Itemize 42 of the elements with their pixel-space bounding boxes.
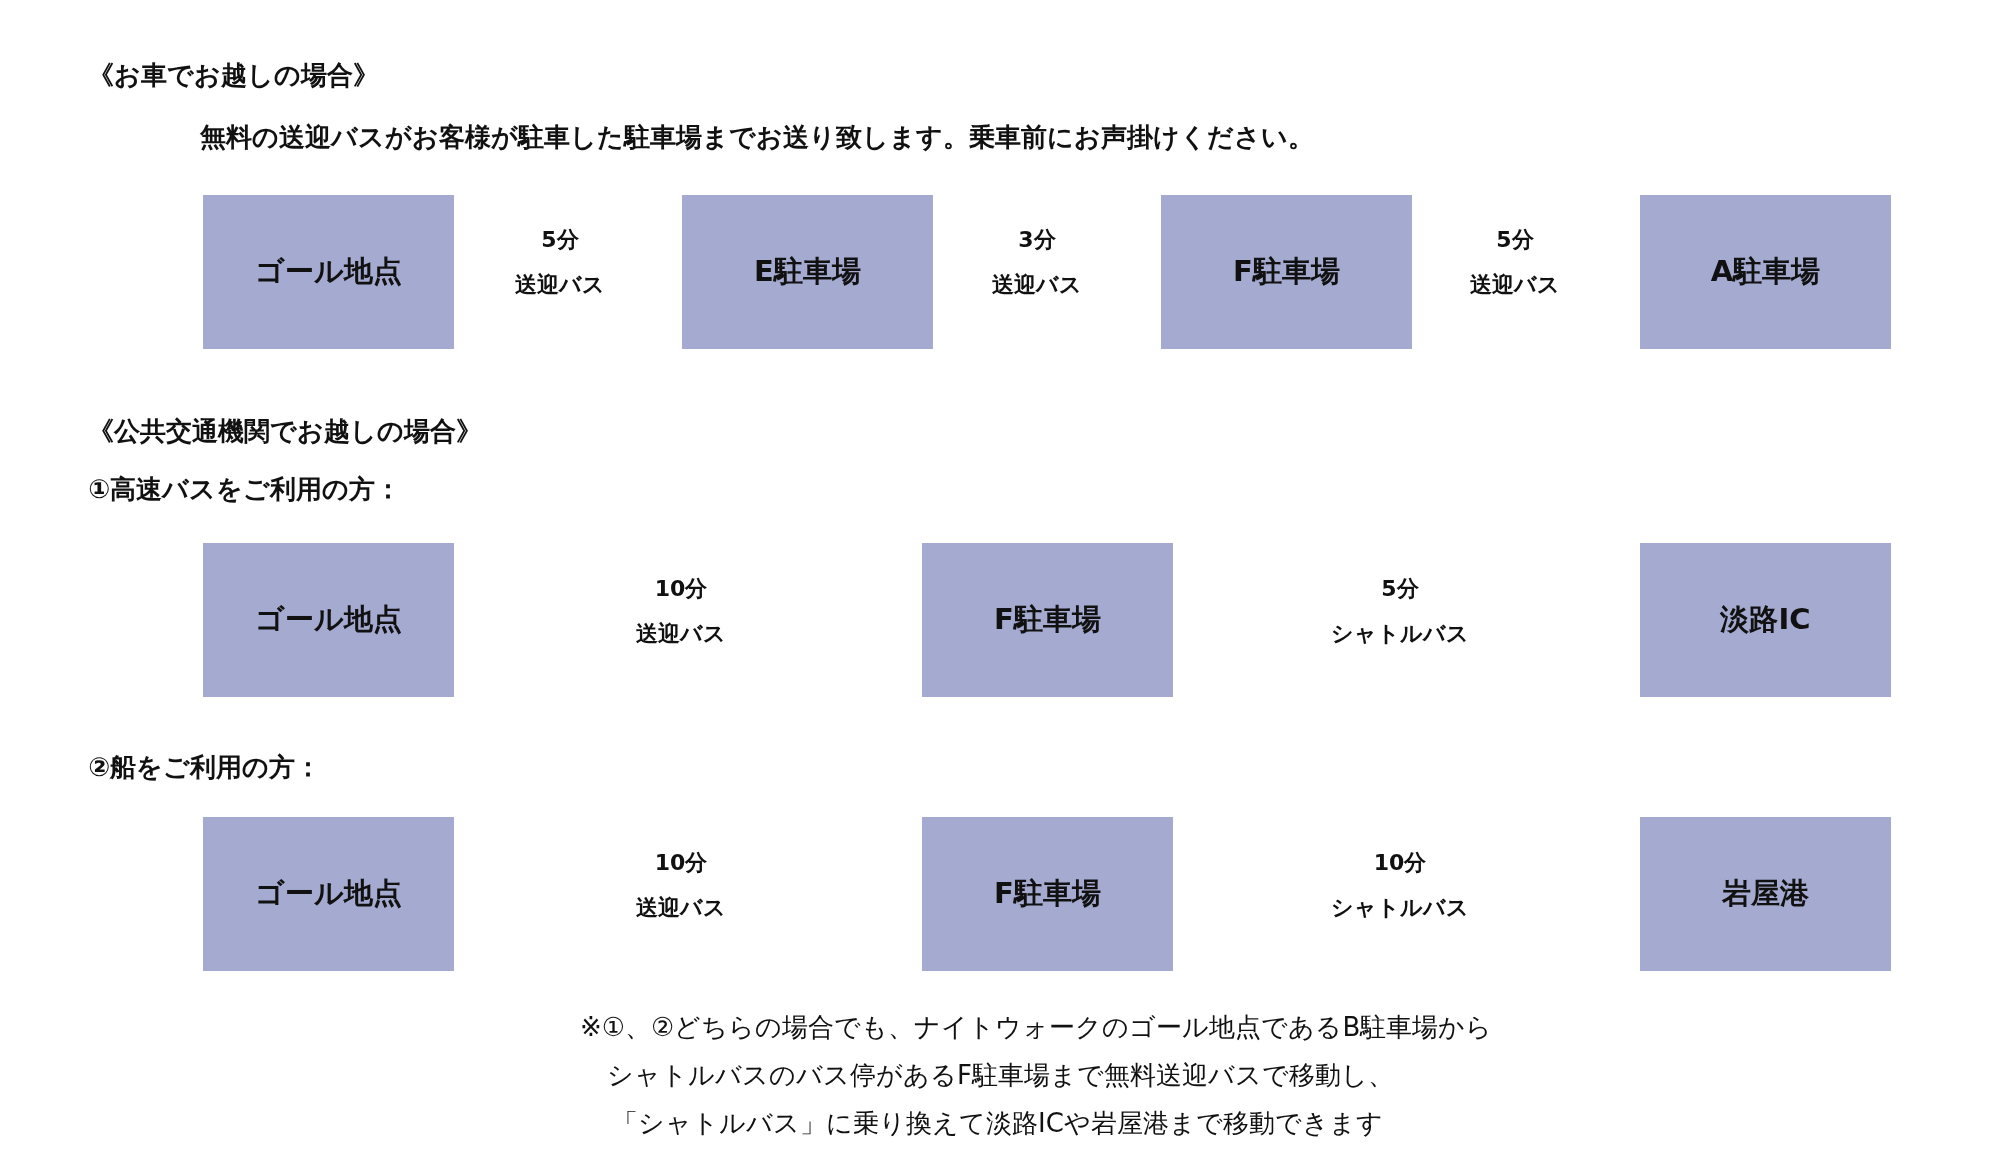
location-name: F駐車場 <box>1233 253 1340 291</box>
location-box <box>1640 817 1891 971</box>
route-label: 送迎バス <box>636 620 726 648</box>
section-heading: ②船をご利用の方： <box>88 751 321 784</box>
route-label: シャトルバス <box>1331 894 1469 922</box>
location-box <box>1640 195 1891 349</box>
note-text: ※①、②どちらの場合でも、ナイトウォークのゴール地点であるB駐車場から <box>580 1011 1493 1044</box>
section-heading: 無料の送迎バスがお客様が駐車した駐車場までお送り致します。乗車前にお声掛けください。 <box>200 121 1314 154</box>
location-box <box>922 543 1173 697</box>
location-name: E駐車場 <box>754 253 861 291</box>
location-name: F駐車場 <box>994 875 1101 913</box>
note-text: 「シャトルバス」に乗り換えて淡路ICや岩屋港まで移動できます <box>612 1107 1383 1140</box>
route-label: 10分 <box>654 849 708 877</box>
route-label: 送迎バス <box>1470 271 1560 299</box>
location-box <box>682 195 933 349</box>
location-box <box>203 195 454 349</box>
section-heading: 《お車でお越しの場合》 <box>88 59 379 92</box>
route-label: 5分 <box>1381 575 1419 603</box>
location-name: ゴール地点 <box>255 253 402 291</box>
location-name: 淡路IC <box>1720 601 1811 639</box>
location-box <box>203 543 454 697</box>
route-label: シャトルバス <box>1331 620 1469 648</box>
route-label: 5分 <box>1496 226 1534 254</box>
route-label: 10分 <box>654 575 708 603</box>
location-box <box>1161 195 1412 349</box>
location-name: F駐車場 <box>994 601 1101 639</box>
note-text: シャトルバスのバス停があるF駐車場まで無料送迎バスで移動し、 <box>607 1059 1394 1092</box>
section-heading: 《公共交通機関でお越しの場合》 <box>88 415 482 448</box>
location-box <box>922 817 1173 971</box>
route-label: 送迎バス <box>992 271 1082 299</box>
route-label: 送迎バス <box>636 894 726 922</box>
route-label: 3分 <box>1018 226 1056 254</box>
route-label: 10分 <box>1373 849 1427 877</box>
route-label: 送迎バス <box>515 271 605 299</box>
location-box <box>203 817 454 971</box>
section-heading: ①高速バスをご利用の方： <box>88 473 401 506</box>
location-name: ゴール地点 <box>255 875 402 913</box>
location-box <box>1640 543 1891 697</box>
location-name: A駐車場 <box>1710 253 1821 291</box>
location-name: ゴール地点 <box>255 601 402 639</box>
location-name: 岩屋港 <box>1722 875 1809 913</box>
route-label: 5分 <box>541 226 579 254</box>
